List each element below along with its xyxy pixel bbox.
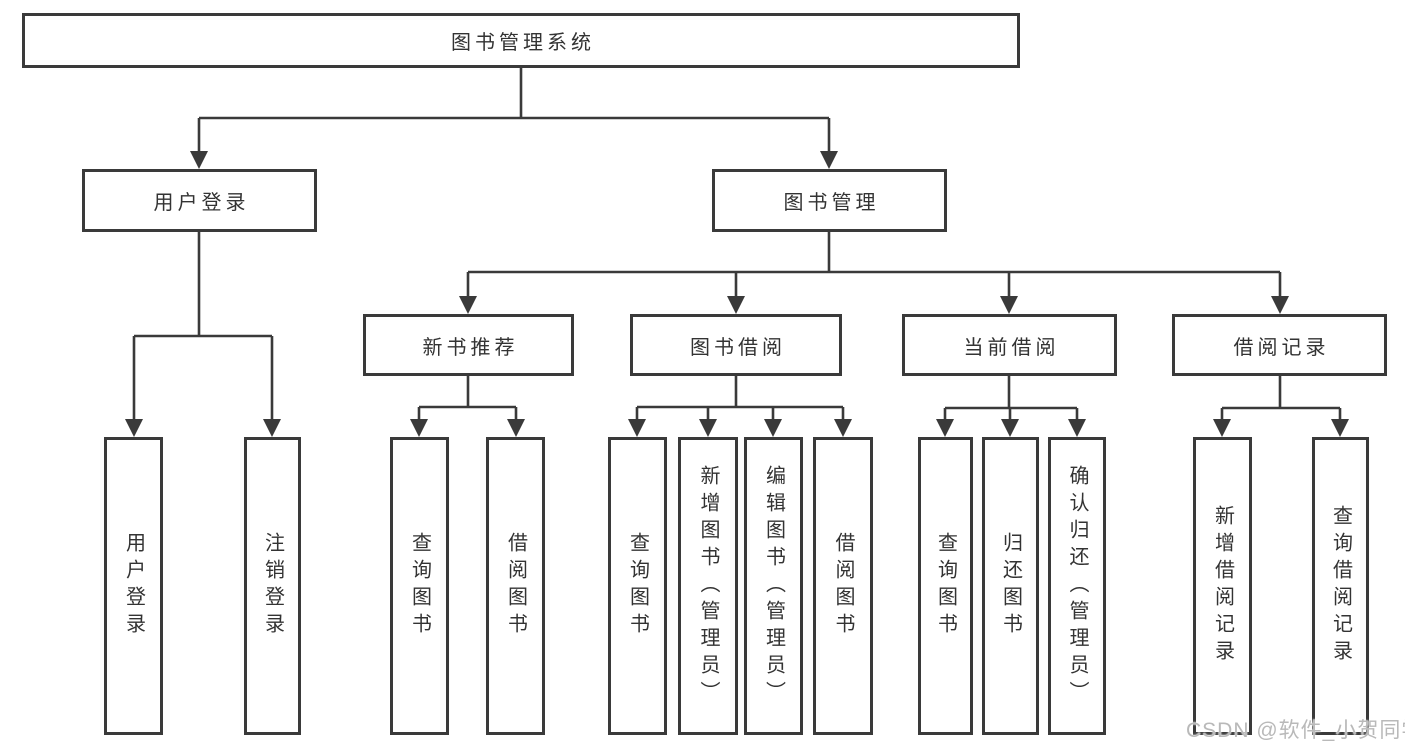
leaf-return-books: 归还图书 bbox=[982, 437, 1039, 735]
leaf-query-books: 查询图书 bbox=[390, 437, 449, 735]
leaf-label: 新增借阅记录 bbox=[1211, 505, 1234, 667]
node-book-management-module: 图书管理 bbox=[712, 169, 947, 232]
node-label: 图书管理 bbox=[783, 192, 880, 214]
leaf-query-books: 查询图书 bbox=[608, 437, 667, 735]
node-borrowing-records: 借阅记录 bbox=[1172, 314, 1387, 376]
leaf-add-borrow-record: 新增借阅记录 bbox=[1193, 437, 1252, 735]
node-label: 借阅记录 bbox=[1233, 336, 1330, 359]
node-label: 图书借阅 bbox=[690, 336, 786, 359]
leaf-user-login: 用户登录 bbox=[104, 437, 163, 735]
leaf-query-borrow-record: 查询借阅记录 bbox=[1312, 437, 1369, 735]
leaf-label: 借阅图书 bbox=[504, 532, 527, 640]
csdn-watermark: CSDN @软件_小贺同学 bbox=[1186, 719, 1405, 742]
leaf-label: 编辑图书（管理员） bbox=[762, 464, 785, 708]
leaf-label: 用户登录 bbox=[122, 532, 145, 640]
leaf-edit-books-admin: 编辑图书（管理员） bbox=[744, 437, 803, 735]
node-label: 用户登录 bbox=[153, 192, 250, 214]
node-label: 新书推荐 bbox=[422, 336, 519, 359]
node-library-management-system: 图书管理系统 bbox=[22, 13, 1020, 68]
node-label: 当前借阅 bbox=[963, 336, 1060, 359]
leaf-borrow-books: 借阅图书 bbox=[813, 437, 873, 735]
leaf-borrow-books: 借阅图书 bbox=[486, 437, 545, 735]
leaf-label: 确认归还（管理员） bbox=[1066, 464, 1088, 708]
node-book-borrowing: 图书借阅 bbox=[630, 314, 842, 376]
leaf-label: 查询图书 bbox=[934, 532, 957, 640]
leaf-label: 查询借阅记录 bbox=[1329, 505, 1352, 667]
leaf-logout: 注销登录 bbox=[244, 437, 301, 735]
leaf-label: 归还图书 bbox=[999, 532, 1022, 640]
leaf-query-books: 查询图书 bbox=[918, 437, 973, 735]
node-user-login-module: 用户登录 bbox=[82, 169, 317, 232]
leaf-label: 新增图书（管理员） bbox=[697, 464, 719, 708]
node-current-borrowing: 当前借阅 bbox=[902, 314, 1117, 376]
node-new-book-recommendation: 新书推荐 bbox=[363, 314, 574, 376]
leaf-label: 查询图书 bbox=[626, 532, 649, 640]
leaf-add-books-admin: 新增图书（管理员） bbox=[678, 437, 738, 735]
leaf-label: 注销登录 bbox=[261, 532, 284, 640]
node-label: 图书管理系统 bbox=[451, 32, 595, 54]
leaf-label: 查询图书 bbox=[408, 532, 431, 640]
leaf-confirm-return-admin: 确认归还（管理员） bbox=[1048, 437, 1106, 735]
leaf-label: 借阅图书 bbox=[832, 532, 854, 640]
